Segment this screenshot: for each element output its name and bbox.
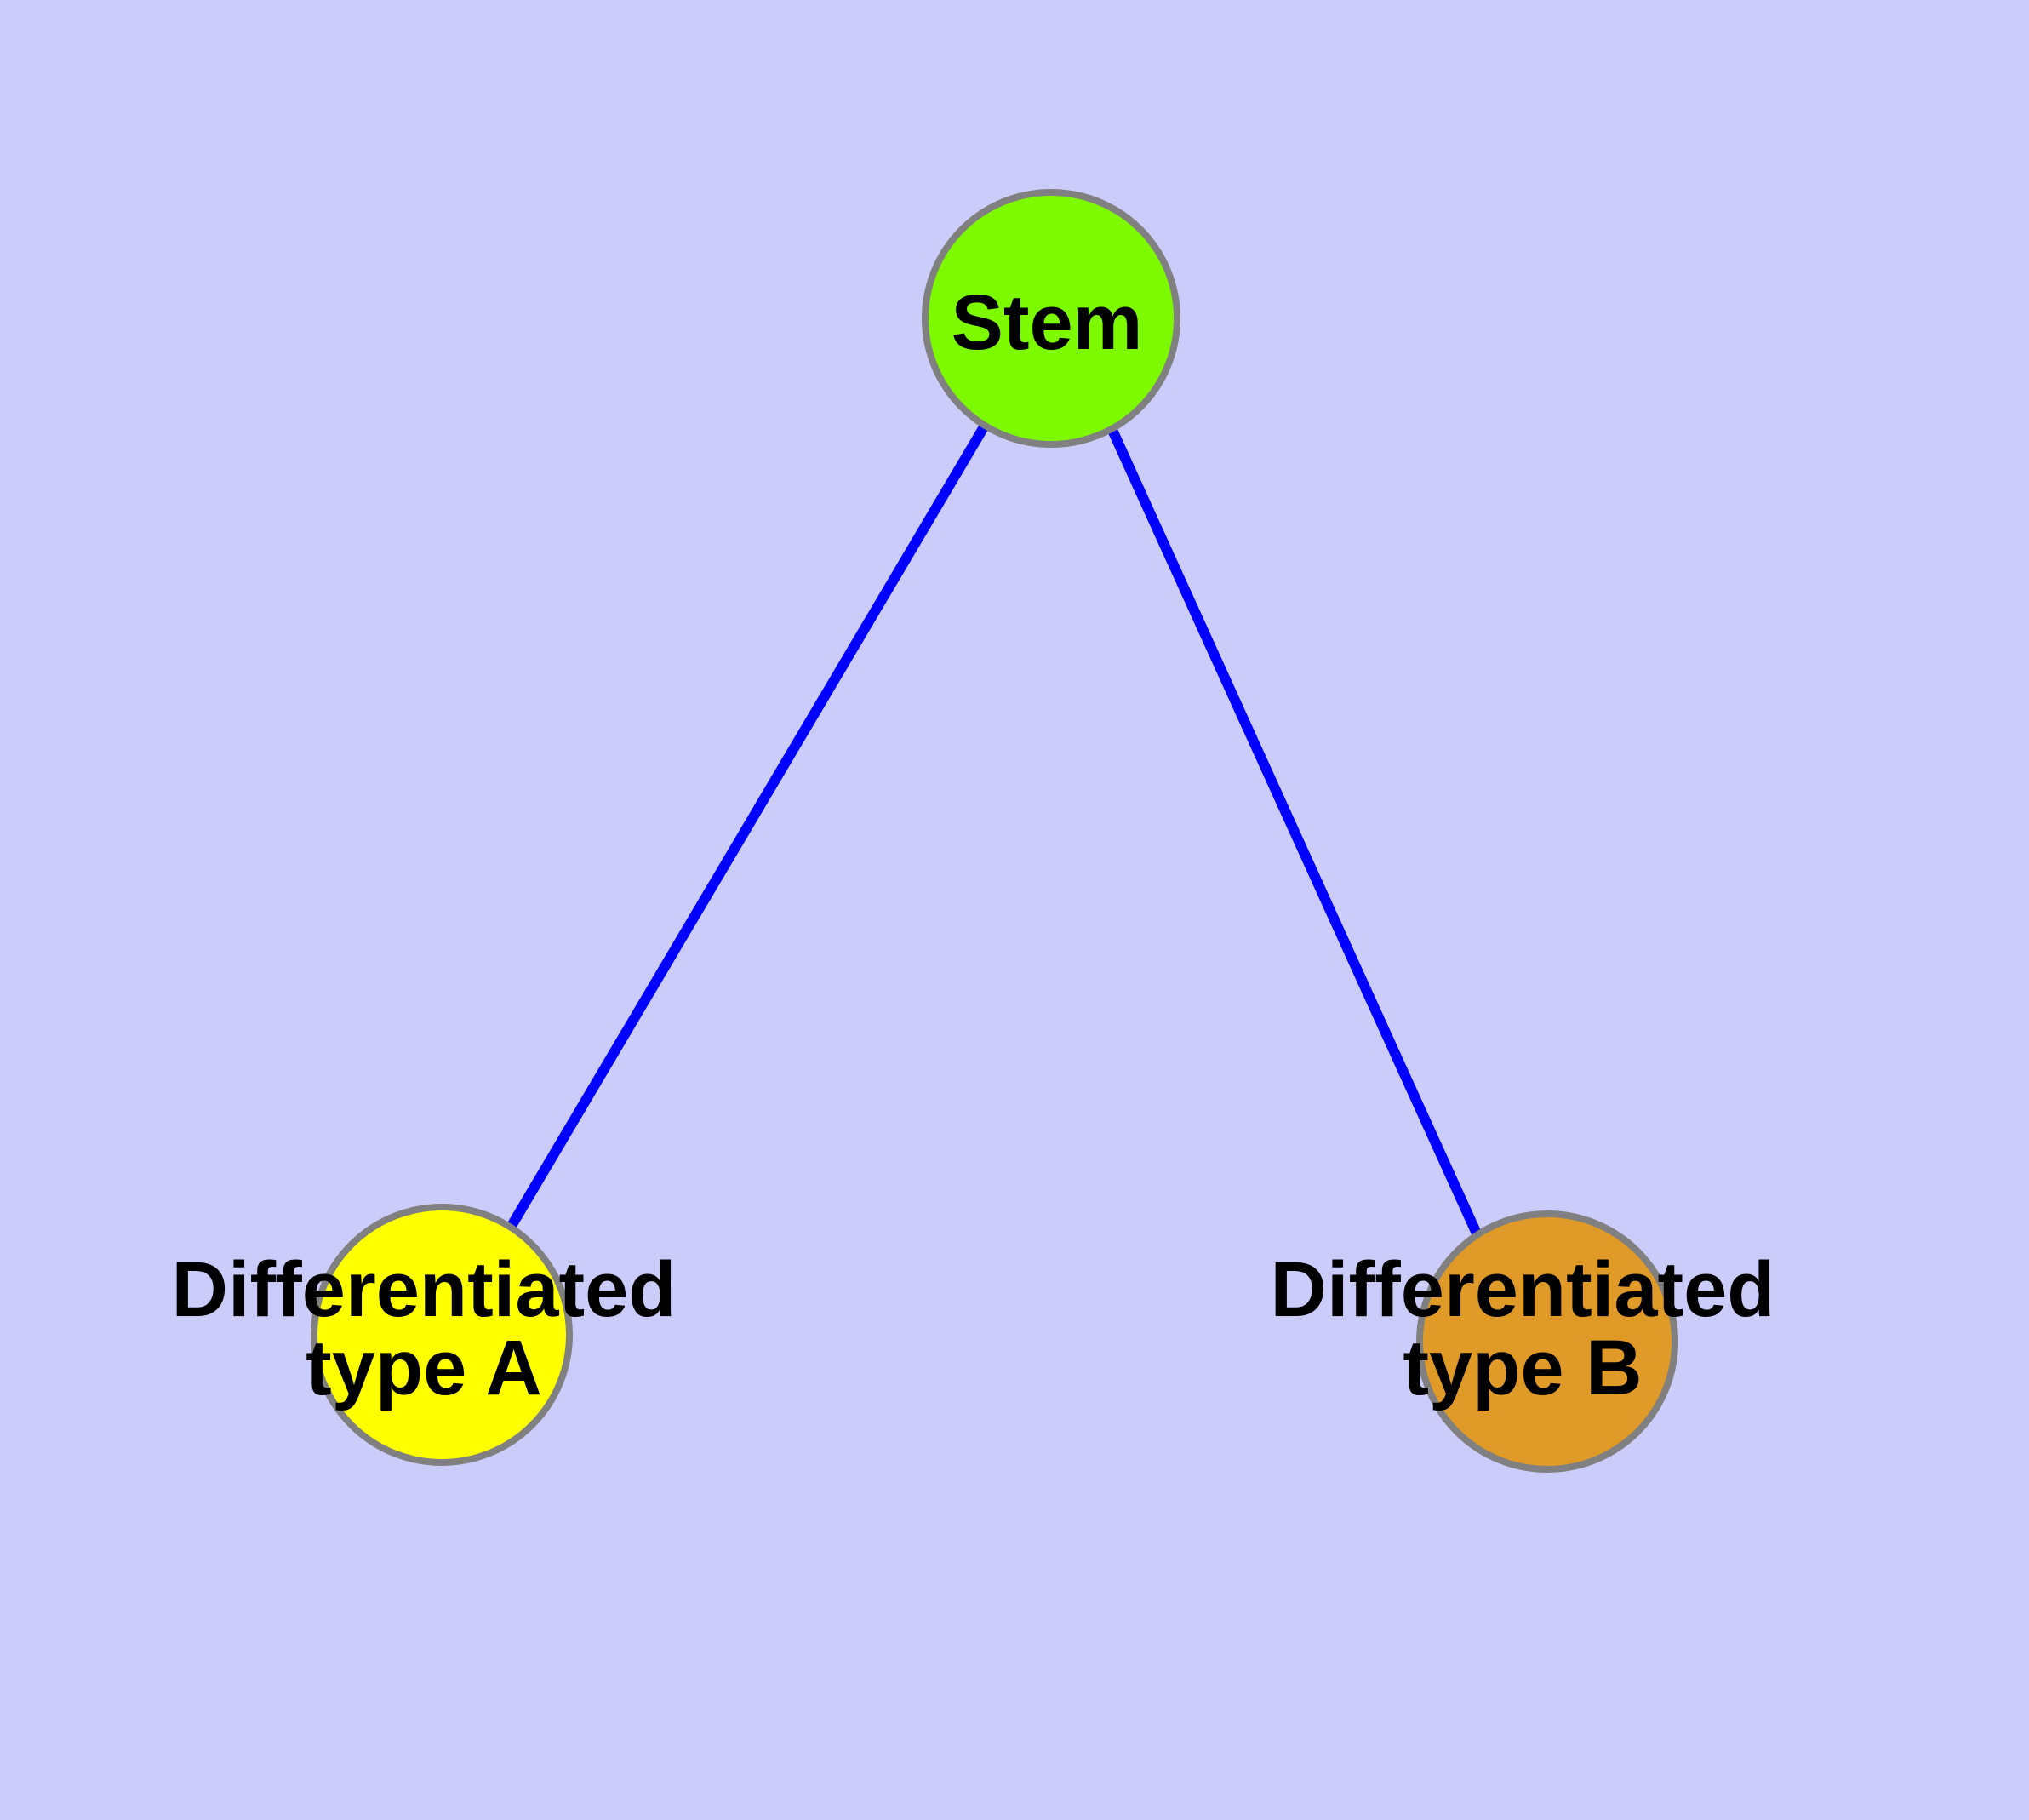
graph-node-label-line: type A <box>306 1325 542 1411</box>
graph-node-label-stem: Stem <box>952 279 1143 366</box>
graph-node-diff_b[interactable] <box>1416 1210 1678 1473</box>
graph-edge-stem-to-diff-b[interactable] <box>1106 426 1482 1236</box>
graph-node-label-line: Differentiated <box>1271 1246 1775 1333</box>
nodes-group <box>311 189 1678 1473</box>
graph-node-label-line: Differentiated <box>172 1246 677 1333</box>
graph-node-label-line: type B <box>1403 1325 1642 1411</box>
edges-group <box>506 422 1482 1236</box>
graph-node-label-line: Stem <box>952 279 1143 366</box>
graph-node-diff_a[interactable] <box>311 1204 573 1466</box>
graph-node-stem[interactable] <box>922 189 1180 448</box>
graph-edge-stem-to-diff-a[interactable] <box>506 422 990 1229</box>
